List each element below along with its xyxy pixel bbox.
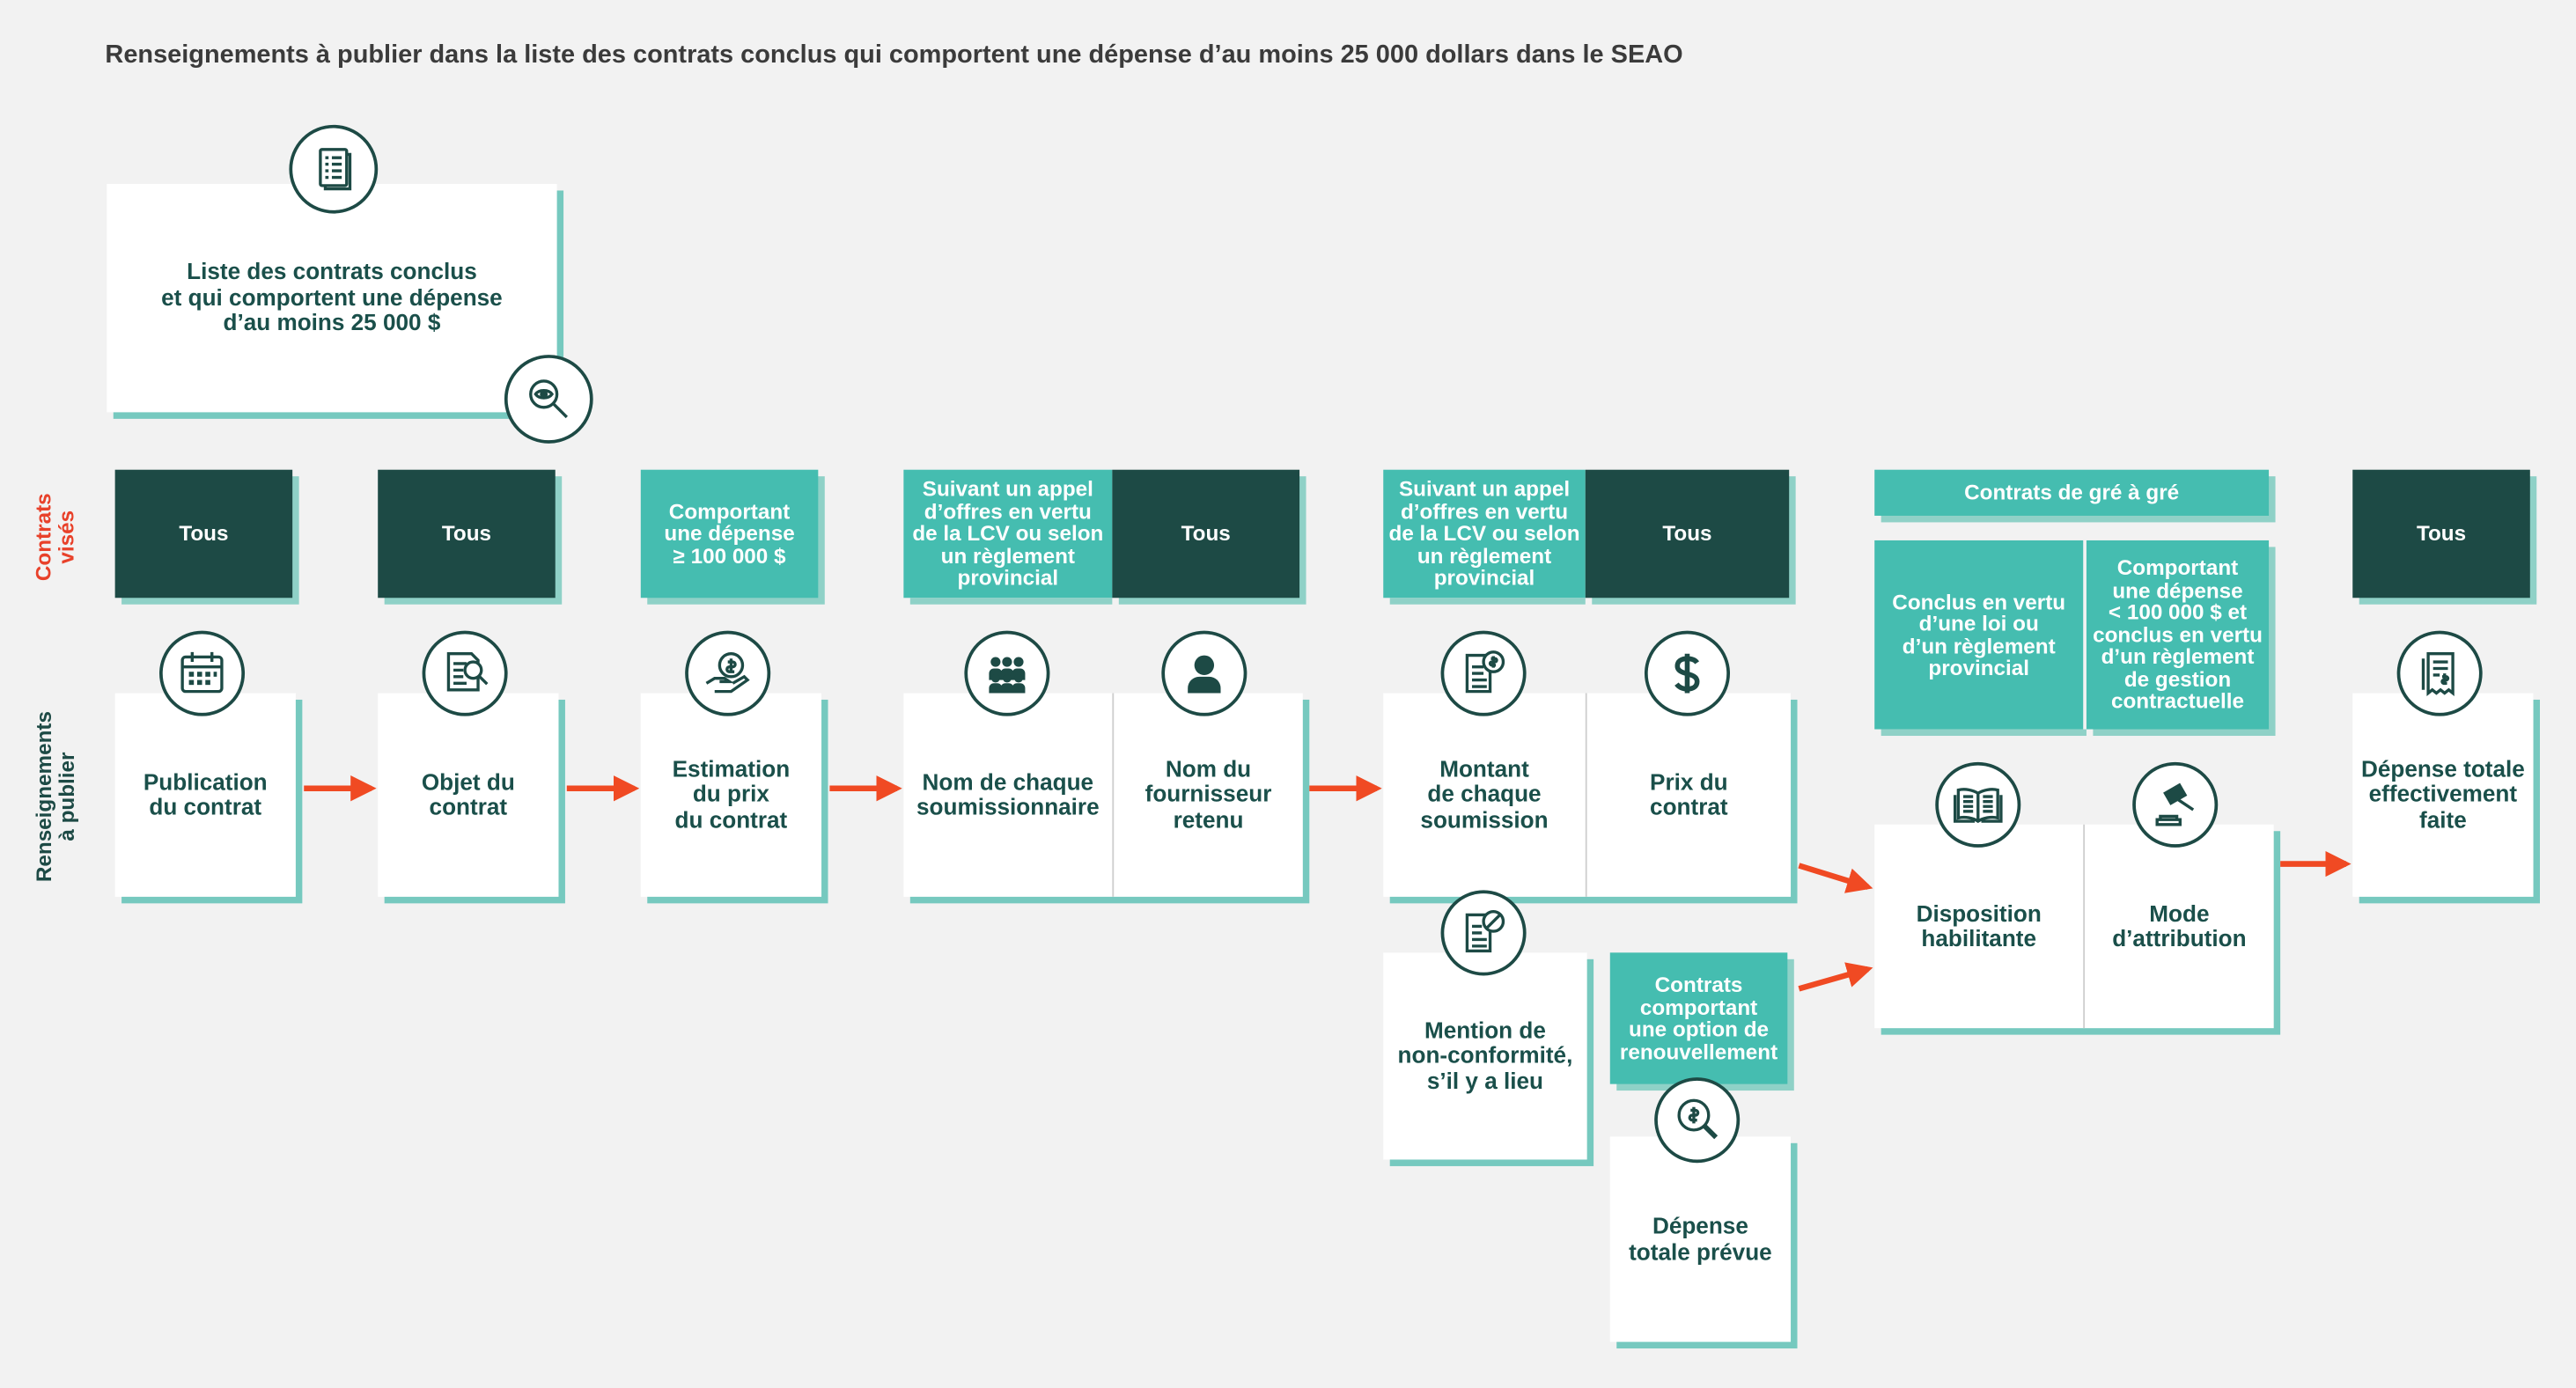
- document-list-icon: [289, 124, 379, 214]
- divider: [1112, 693, 1115, 897]
- hand-dollar-icon: [685, 630, 771, 716]
- card-disposition-label: Disposition habilitante: [1916, 899, 2042, 951]
- document-search-icon: [422, 630, 508, 716]
- header-renouvellement: Contrats comportant une option de renouv…: [1609, 952, 1788, 1084]
- card-depense-prevue: Dépense totale prévue: [1609, 1136, 1792, 1342]
- header-col6: Contrats de gré à gré: [1874, 469, 2270, 516]
- gavel-icon: [2132, 761, 2219, 848]
- card-depense-totale-label: Dépense totale effectivement faite: [2360, 754, 2525, 833]
- card-fournisseur: Nom du fournisseur retenu: [1114, 693, 1303, 896]
- arrow: [1798, 863, 1873, 893]
- header-col6a: Conclus en vertu d’une loi ou d’un règle…: [1874, 540, 2084, 730]
- header-col7: Tous: [2352, 469, 2530, 599]
- arrow: [1798, 962, 1873, 992]
- open-book-icon: [1935, 761, 2021, 848]
- document-dollar-icon: [1440, 630, 1527, 716]
- card-soumissionnaire-label: Nom de chaque soumissionnaire: [916, 767, 1100, 820]
- magnifier-eye-icon: [504, 355, 593, 444]
- calendar-icon: [159, 630, 246, 716]
- card-mode-attribution: Mode d’attribution: [2085, 825, 2274, 1028]
- card-mode-attribution-label: Mode d’attribution: [2112, 899, 2247, 951]
- card-non-conformite: Mention de non-conformité, s’il y a lieu: [1383, 952, 1587, 1160]
- card-publication: Publication du contrat: [114, 693, 296, 897]
- header-col3: Comportant une dépense ≥ 100 000 $: [640, 469, 819, 599]
- header-col6-shadow: [1880, 729, 2087, 737]
- person-icon: [1161, 630, 1248, 716]
- page-title: Renseignements à publier dans la liste d…: [105, 40, 1683, 70]
- dollar-icon: [1644, 630, 1731, 716]
- receipt-icon: [2396, 630, 2483, 716]
- card-group-col4: [903, 693, 1303, 897]
- card-objet-label: Objet du contrat: [421, 767, 515, 820]
- divider: [2083, 824, 2086, 1029]
- main-box-label: Liste des contrats conclus et qui compor…: [161, 258, 503, 336]
- card-estimation: Estimation du prix du contrat: [640, 693, 822, 897]
- card-non-conformite-label: Mention de non-conformité, s’il y a lieu: [1397, 1016, 1573, 1094]
- card-publication-label: Publication du contrat: [143, 767, 268, 820]
- header-col2: Tous: [378, 469, 556, 599]
- header-col4-shadow: [909, 598, 1113, 605]
- header-col6b: Comportant une dépense < 100 000 $ et co…: [2086, 540, 2270, 730]
- card-montant-label: Montant de chaque soumission: [1420, 754, 1549, 833]
- card-prix-label: Prix du contrat: [1650, 767, 1728, 820]
- card-fournisseur-label: Nom du fournisseur retenu: [1144, 754, 1272, 833]
- card-depense-prevue-label: Dépense totale prévue: [1629, 1212, 1772, 1264]
- card-prix: Prix du contrat: [1587, 693, 1791, 896]
- card-depense-totale: Dépense totale effectivement faite: [2352, 693, 2534, 897]
- header-col4a: Suivant un appel d’offres en vertu de la…: [903, 469, 1113, 599]
- card-objet: Objet du contrat: [378, 693, 559, 897]
- card-soumissionnaire: Nom de chaque soumissionnaire: [903, 693, 1112, 896]
- document-forbidden-icon: [1440, 890, 1527, 976]
- card-disposition: Disposition habilitante: [1874, 825, 2083, 1028]
- divider: [1585, 693, 1587, 897]
- header-col1: Tous: [114, 469, 293, 599]
- header-col5-shadow: [1389, 598, 1586, 605]
- header-col4b: Tous: [1112, 469, 1300, 599]
- card-montant: Montant de chaque soumission: [1383, 693, 1586, 896]
- group-icon: [964, 630, 1050, 716]
- card-group-col6: [1874, 824, 2274, 1029]
- header-col5a: Suivant un appel d’offres en vertu de la…: [1383, 469, 1586, 599]
- card-estimation-label: Estimation du prix du contrat: [672, 754, 791, 833]
- search-dollar-icon: [1654, 1077, 1741, 1164]
- main-box: Liste des contrats conclus et qui compor…: [107, 184, 557, 413]
- header-col5b: Tous: [1585, 469, 1790, 599]
